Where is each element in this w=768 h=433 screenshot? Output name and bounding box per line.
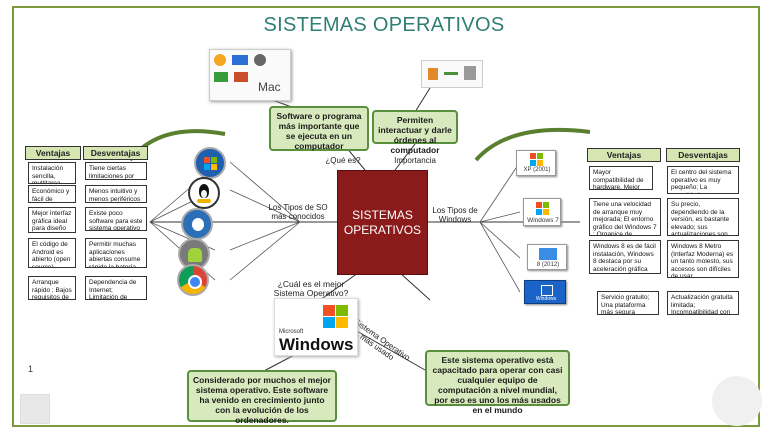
label-types-right: Los Tipos de Windows <box>432 206 478 224</box>
left-row-1-desventaja: Tiene ciertas limitaciones por RAM <box>85 162 147 180</box>
importance-box: Permiten interactuar y darle órdenes al … <box>372 110 458 155</box>
badge-win7-label: Windows 7 <box>527 217 559 224</box>
badge-xp: XP (2001) <box>516 150 556 176</box>
left-row-3-ventaja: Mejor interfaz gráfica ideal para diseño… <box>28 207 76 233</box>
badge-win10: Windows <box>524 280 566 304</box>
right-row-3-ventaja: Windows 8 es de fácil instalación, Windo… <box>589 240 661 274</box>
slide-nav-placeholder[interactable] <box>20 394 50 424</box>
slide-number: 1 <box>28 364 34 374</box>
central-topic: SISTEMAS OPERATIVOS <box>337 170 428 275</box>
left-row-4-desventaja: Permitir muchas aplicaciones abiertas co… <box>85 238 147 268</box>
label-importance: Importancia <box>394 156 436 165</box>
right-row-1-desventaja: El centro del sistema operativo es muy p… <box>667 166 739 194</box>
page-title: SISTEMAS OPERATIVOS <box>263 14 505 36</box>
windows-7-icon <box>536 202 550 216</box>
left-row-4-ventaja: El código de Android es abierto (open so… <box>28 238 76 268</box>
right-row-1-ventaja: Mayor compatibilidad de hardware, Mejor … <box>589 166 653 190</box>
windows-logo-small: Microsoft <box>279 329 304 335</box>
os-logos-collage: Mac <box>209 49 291 101</box>
left-row-5-ventaja: Arranque rápido ; Bajos requisitos de ha… <box>28 276 76 300</box>
right-row-4-ventaja: Servicio gratuito; Una plataforma más se… <box>597 291 659 315</box>
apple-icon <box>181 208 213 240</box>
badge-xp-label: XP (2001) <box>523 167 551 173</box>
watermark-logo <box>712 376 762 426</box>
windows-10-icon <box>541 285 553 296</box>
right-row-2-ventaja: Tiene una velocidad de arranque muy mejo… <box>589 198 661 236</box>
most-used-box: Este sistema operativo está capacitado p… <box>425 350 570 415</box>
mac-label: Mac <box>258 80 281 94</box>
left-header-desventajas: Desventajas <box>83 146 148 160</box>
right-header-ventajas: Ventajas <box>587 148 661 162</box>
right-row-3-desventaja: Windows 8 Metro (Interfaz Moderna) es un… <box>667 240 739 278</box>
best-os-box: Considerado por muchos el mejor sistema … <box>187 370 337 425</box>
windows-flag-icon <box>323 305 349 329</box>
android-icon <box>214 72 228 82</box>
badge-win10-label: Windows <box>535 296 557 302</box>
left-header-ventajas: Ventajas <box>25 146 81 160</box>
windows-logo-image: Microsoft Windows <box>274 298 358 356</box>
label-best-os: ¿Cuál es el mejor Sistema Operativo? <box>273 279 349 298</box>
chrome-icon <box>177 264 209 296</box>
left-row-5-desventaja: Dependencia de Internet; Limitación de H… <box>85 276 147 300</box>
definition-box: Software o programa más importante que s… <box>269 106 369 151</box>
left-row-2-desventaja: Menos intuitivo y menos periféricos <box>85 185 147 203</box>
interaction-icon <box>421 60 483 88</box>
windows-8-icon <box>539 248 557 260</box>
ubuntu-icon <box>234 72 248 82</box>
badge-win8: 8 (2012) <box>527 244 567 270</box>
linux-icon <box>214 54 226 66</box>
linux-icon <box>188 177 220 209</box>
label-types-left: Los Tipos de SO más conocidos <box>268 203 328 221</box>
right-header-desventajas: Desventajas <box>666 148 740 162</box>
badge-win8-label: 8 (2012) <box>536 262 560 268</box>
left-row-2-ventaja: Económico y fácil de actualizar <box>28 185 76 203</box>
windows-icon <box>232 55 248 65</box>
windows-logo-big: Windows <box>279 335 354 354</box>
right-row-2-desventaja: Su precio, dependiendo de la versión, es… <box>667 198 739 236</box>
right-row-4-desventaja: Actualización gratuita limitada; Incompa… <box>667 291 739 315</box>
windows-icon <box>194 147 226 179</box>
left-row-3-desventaja: Existe poco software para este sistema o… <box>85 207 147 231</box>
windows-xp-icon <box>530 153 544 167</box>
label-what-is: ¿Qué es? <box>325 156 361 165</box>
badge-win7: Windows 7 <box>523 198 561 226</box>
left-row-1-ventaja: Instalación sencilla, multitarea <box>28 162 76 184</box>
apple-icon <box>254 54 266 66</box>
